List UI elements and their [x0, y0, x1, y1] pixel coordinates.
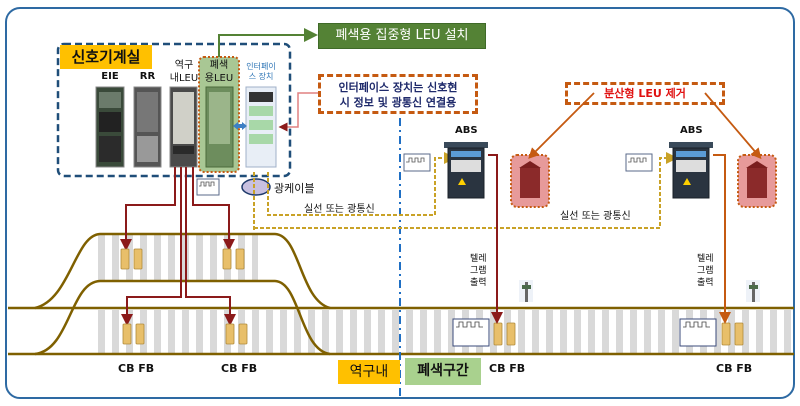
telegram-label-line: 텔레 [697, 254, 714, 264]
abs-cabinet-1 [444, 142, 488, 199]
interface-cabinet [245, 86, 277, 168]
sleepers-main [95, 310, 795, 354]
telegram-output-label-2: 텔레 그램 출력 [697, 253, 714, 289]
waveform-icon [452, 318, 490, 347]
telegram-label-line: 그램 [470, 266, 487, 276]
interface-note-leader [278, 92, 318, 132]
interface-note-line1: 인터페이스 장치는 신호현 [338, 81, 458, 94]
removal-note: 분산형 LEU 제거 [565, 82, 725, 105]
balise-label-4: CB FB [716, 362, 753, 375]
zone-station-label: 역구내 [338, 360, 400, 384]
abs-label-2: ABS [680, 125, 703, 136]
central-leu-banner: 폐색용 집중형 LEU 설치 [318, 23, 486, 49]
waveform-icon [403, 153, 431, 172]
balise-label-2: CB FB [221, 362, 258, 375]
waveform-icon [679, 318, 717, 347]
rr-label: RR [139, 71, 156, 82]
telegram-label-line: 그램 [697, 266, 714, 276]
abs-telegram-wire-2 [713, 154, 731, 324]
interface-label-1: 인터페이 [246, 62, 276, 71]
comm-label-2: 실선 또는 광통신 [560, 211, 631, 222]
eie-cabinet [95, 86, 125, 168]
abs-cabinet-2 [669, 142, 713, 199]
zone-block-label: 폐색구간 [405, 358, 481, 385]
station-leu-label-1: 역구 [174, 60, 194, 71]
balise-label-3: CB FB [489, 362, 526, 375]
waveform-icon [196, 178, 220, 196]
telegram-label-line: 출력 [470, 278, 487, 288]
removed-leu-2 [737, 154, 777, 208]
interface-note-line2: 시 정보 및 광통신 연결용 [339, 96, 457, 109]
comm-label-1: 실선 또는 광통신 [304, 204, 375, 215]
balise-pair [225, 323, 248, 345]
comm-line-2 [267, 152, 456, 216]
banner-leader-arrow [218, 28, 318, 57]
interface-label-2: 스 장치 [248, 72, 274, 81]
signal-post-icon [746, 280, 760, 302]
abs-telegram-wire-1 [488, 154, 503, 324]
block-leu-label-1: 폐색 [209, 60, 229, 71]
signal-room-title: 신호기계실 [60, 45, 152, 69]
optical-cable-ellipse [241, 178, 271, 196]
station-leu-cabinet [169, 86, 198, 168]
waveform-icon [625, 153, 653, 172]
telegram-label-line: 출력 [697, 278, 714, 288]
siding-track-outer [34, 232, 331, 310]
balise-pair [122, 323, 145, 345]
balise-pair [222, 248, 245, 270]
rr-cabinet [133, 86, 162, 168]
optical-cable-label: 광케이블 [274, 182, 315, 195]
removed-leu-1 [510, 154, 550, 208]
eie-label: EIE [101, 71, 119, 82]
station-leu-wires [120, 167, 236, 326]
sleepers-upper [95, 234, 258, 282]
block-leu-highlight [198, 56, 240, 173]
signal-post-icon [519, 280, 533, 302]
outer-frame [5, 7, 795, 399]
bidirectional-arrow-icon [233, 122, 247, 130]
telegram-output-label-1: 텔레 그램 출력 [470, 253, 487, 289]
balise-pair [120, 248, 143, 270]
abs-label-1: ABS [455, 125, 478, 136]
balise-pair [493, 322, 516, 346]
interface-note: 인터페이스 장치는 신호현 시 정보 및 광통신 연결용 [318, 74, 478, 114]
balise-label-1: CB FB [118, 362, 155, 375]
telegram-label-line: 텔레 [470, 254, 487, 264]
station-leu-label-2: 내LEU [169, 73, 199, 84]
comm-line-3 [254, 152, 678, 229]
siding-track-inner [34, 279, 331, 356]
block-leu-label-2: 용LEU [204, 73, 234, 84]
